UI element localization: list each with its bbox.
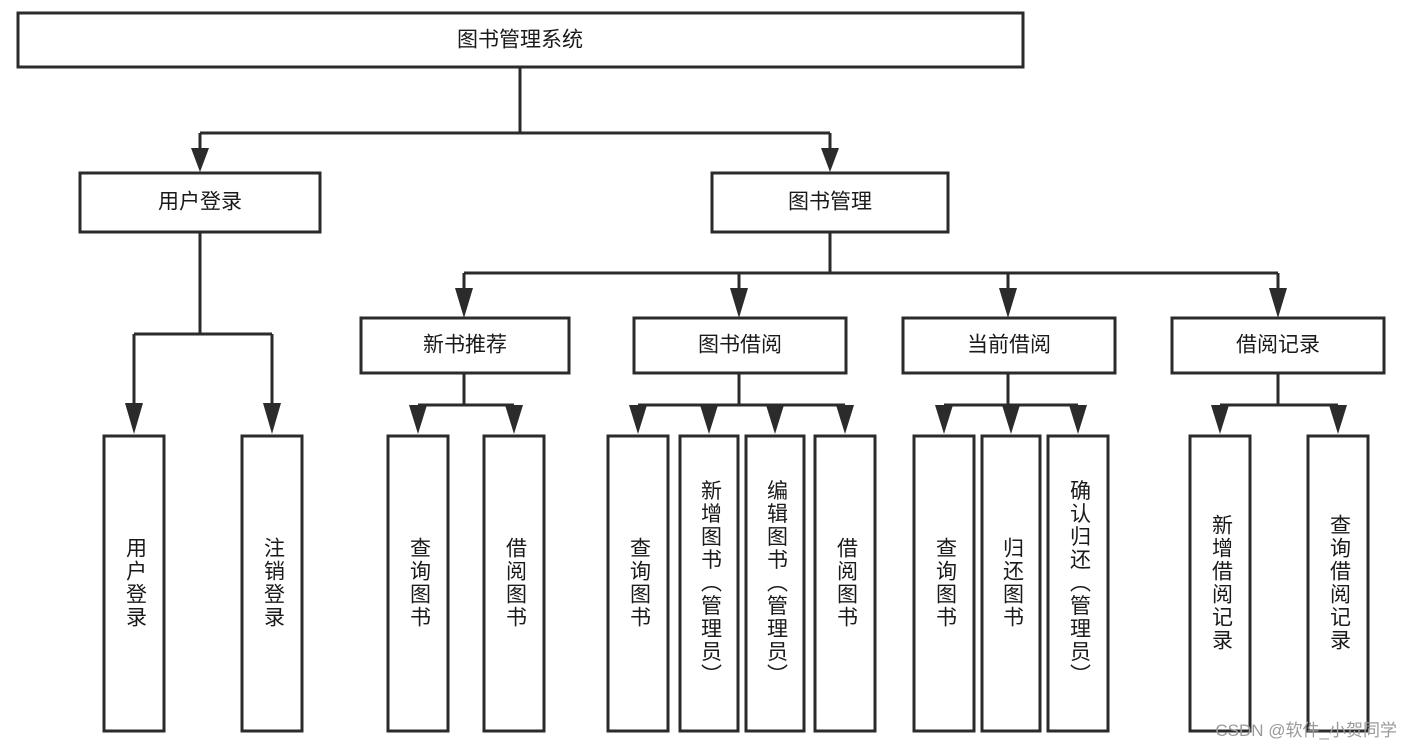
leaf-logout-login-box[interactable] <box>240 434 304 733</box>
leaf-logout-login[interactable]: 注销登录 <box>240 434 304 733</box>
node-borrow-record-label: 借阅记录 <box>1236 334 1320 357</box>
leaf-confirm-return[interactable]: 确认归还（管理员） <box>1046 434 1110 733</box>
leaf-query-record[interactable]: 查询借阅记录 <box>1306 434 1370 733</box>
leaf-query-record-label: 查询借阅记录 <box>1327 514 1351 652</box>
leaf-logout-login-label: 注销登录 <box>261 537 285 629</box>
node-root-label: 图书管理系统 <box>457 29 583 52</box>
arrowhead-leaf-query-book-2 <box>629 405 647 434</box>
leaf-return-book[interactable]: 归还图书 <box>980 434 1042 733</box>
node-borrow-record-box[interactable] <box>1170 316 1386 375</box>
leaf-add-record[interactable]: 新增借阅记录 <box>1188 434 1252 733</box>
arrowhead-book-borrow <box>730 288 748 318</box>
leaf-query-book-1-label: 查询图书 <box>407 537 431 629</box>
node-book-management[interactable]: 图书管理 <box>710 171 950 234</box>
node-book-management-box[interactable] <box>710 171 950 234</box>
node-new-book-recommend-label: 新书推荐 <box>423 334 507 357</box>
leaf-add-book-label: 新增图书（管理员） <box>698 480 722 687</box>
leaf-user-login-box[interactable] <box>102 434 166 733</box>
node-user-login-box[interactable] <box>78 171 322 234</box>
leaf-add-book[interactable]: 新增图书（管理员） <box>678 434 740 733</box>
leaf-borrow-book-2-label: 借阅图书 <box>834 537 858 629</box>
leaf-borrow-book-1[interactable]: 借阅图书 <box>482 434 546 733</box>
leaf-edit-book-box[interactable] <box>744 434 806 733</box>
node-current-borrow-label: 当前借阅 <box>967 334 1051 357</box>
arrowhead-leaf-edit-book <box>766 405 784 434</box>
node-new-book-recommend-box[interactable] <box>359 316 571 375</box>
leaf-edit-book-label: 编辑图书（管理员） <box>764 480 788 687</box>
arrowhead-leaf-logout-login <box>263 403 281 434</box>
node-book-borrow[interactable]: 图书借阅 <box>632 316 848 375</box>
leaf-confirm-return-label: 确认归还（管理员） <box>1067 480 1091 687</box>
leaf-return-book-box[interactable] <box>980 434 1042 733</box>
node-book-borrow-label: 图书借阅 <box>698 334 782 357</box>
node-current-borrow-box[interactable] <box>901 316 1117 375</box>
arrowhead-leaf-borrow-book-2 <box>836 405 854 434</box>
arrowhead-leaf-borrow-book-1 <box>505 405 523 434</box>
leaf-borrow-book-2[interactable]: 借阅图书 <box>813 434 877 733</box>
arrowhead-leaf-query-book-1 <box>409 405 427 434</box>
leaf-query-book-1-box[interactable] <box>386 434 450 733</box>
leaf-borrow-book-1-box[interactable] <box>482 434 546 733</box>
leaf-query-book-3-box[interactable] <box>912 434 976 733</box>
arrowhead-leaf-return-book <box>1002 405 1020 434</box>
leaf-borrow-book-1-label: 借阅图书 <box>503 537 527 629</box>
arrowhead-user-login <box>191 148 209 172</box>
node-user-login-label: 用户登录 <box>158 191 242 214</box>
leaf-user-login-label: 用户登录 <box>123 537 147 629</box>
leaf-query-record-box[interactable] <box>1306 434 1370 733</box>
leaf-edit-book[interactable]: 编辑图书（管理员） <box>744 434 806 733</box>
node-new-book-recommend[interactable]: 新书推荐 <box>359 316 571 375</box>
arrowhead-new-book-recommend <box>455 288 473 318</box>
node-current-borrow[interactable]: 当前借阅 <box>901 316 1117 375</box>
leaf-query-book-1[interactable]: 查询图书 <box>386 434 450 733</box>
leaf-query-book-2-label: 查询图书 <box>627 537 651 629</box>
node-book-management-label: 图书管理 <box>788 191 872 214</box>
leaf-add-record-label: 新增借阅记录 <box>1209 514 1233 652</box>
arrowhead-leaf-add-record <box>1211 405 1229 434</box>
leaf-query-book-3[interactable]: 查询图书 <box>912 434 976 733</box>
node-root-box[interactable] <box>16 11 1025 69</box>
leaf-user-login[interactable]: 用户登录 <box>102 434 166 733</box>
arrowhead-leaf-query-book-3 <box>935 405 953 434</box>
leaf-confirm-return-box[interactable] <box>1046 434 1110 733</box>
connector-layer <box>125 67 1347 434</box>
leaf-query-book-3-label: 查询图书 <box>933 537 957 629</box>
node-borrow-record[interactable]: 借阅记录 <box>1170 316 1386 375</box>
leaf-return-book-label: 归还图书 <box>1000 537 1024 629</box>
node-book-borrow-box[interactable] <box>632 316 848 375</box>
leaf-add-record-box[interactable] <box>1188 434 1252 733</box>
node-root[interactable]: 图书管理系统 <box>16 11 1025 69</box>
arrowhead-leaf-add-book <box>700 405 718 434</box>
leaf-borrow-book-2-box[interactable] <box>813 434 877 733</box>
node-user-login[interactable]: 用户登录 <box>78 171 322 234</box>
arrowhead-leaf-confirm-return <box>1069 405 1087 434</box>
leaf-add-book-box[interactable] <box>678 434 740 733</box>
arrowhead-leaf-query-record <box>1329 405 1347 434</box>
leaf-query-book-2-box[interactable] <box>606 434 670 733</box>
arrowhead-current-borrow <box>999 288 1017 318</box>
leaf-query-book-2[interactable]: 查询图书 <box>606 434 670 733</box>
arrowhead-borrow-record <box>1269 288 1287 318</box>
arrowhead-book-management <box>821 148 839 172</box>
arrowhead-leaf-user-login <box>125 403 143 434</box>
